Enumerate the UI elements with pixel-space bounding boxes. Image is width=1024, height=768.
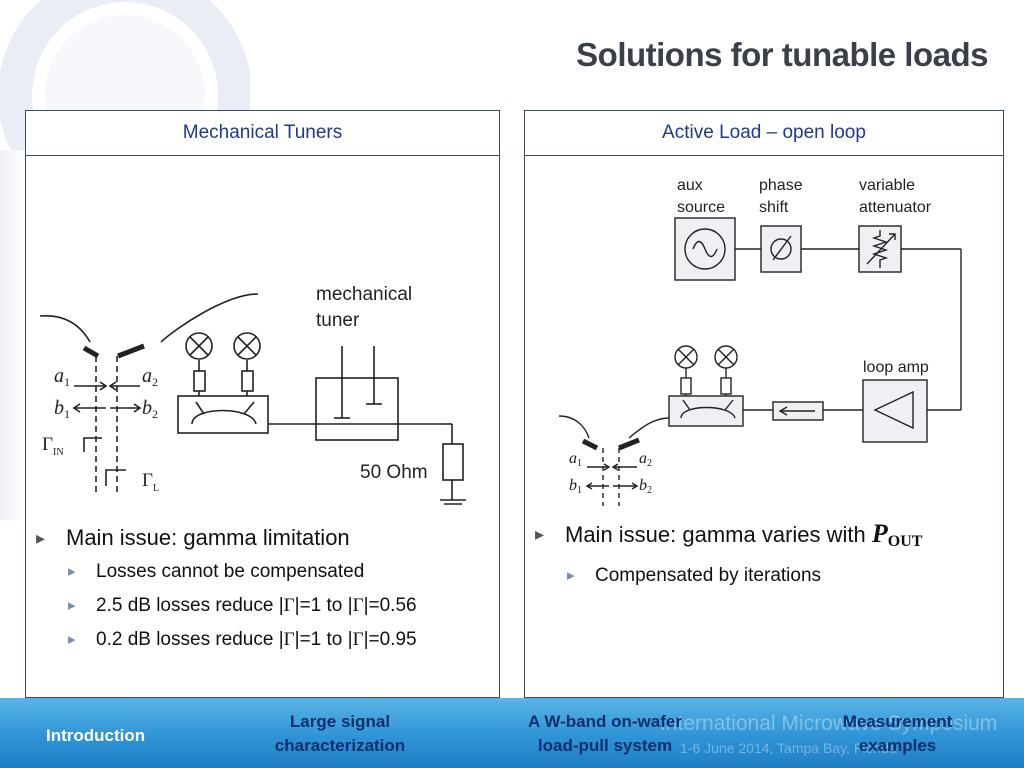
label-gamma-l: ΓL — [142, 470, 159, 494]
label-b2: b2 — [639, 477, 652, 496]
panel-header: Mechanical Tuners — [26, 111, 499, 156]
label-50-ohm: 50 Ohm — [360, 462, 428, 483]
footer-watermark-date: 1-6 June 2014, Tampa Bay, Florida — [680, 740, 897, 756]
label-aux: aux — [677, 177, 703, 194]
nav-introduction[interactable]: Introduction — [46, 726, 146, 745]
active-load-diagram: aux source phase shift variable attenuat… — [558, 177, 962, 506]
label-variable: variable — [859, 177, 915, 194]
label-gamma-in: ΓIN — [42, 434, 64, 458]
bullet-losses: Losses cannot be compensated — [26, 555, 499, 589]
label-a2: a2 — [142, 365, 158, 389]
label-mechanical: mechanical — [316, 284, 412, 305]
mechanical-tuner-diagram: mechanical tuner 50 Ohm a1 a2 b1 b2 ΓIN … — [39, 284, 466, 505]
left-bullet-list: Main issue: gamma limitation Losses cann… — [26, 521, 499, 657]
slide-edge-shade — [0, 150, 25, 520]
label-b2: b2 — [142, 397, 158, 421]
label-b1: b1 — [54, 397, 70, 421]
label-b1: b1 — [569, 477, 582, 496]
label-tuner: tuner — [316, 310, 360, 331]
label-shift: shift — [759, 199, 789, 216]
panel-header: Active Load – open loop — [525, 111, 1003, 156]
bullet-main-issue: Main issue: gamma varies with POUT — [525, 517, 1003, 559]
label-attenuator: attenuator — [859, 199, 932, 216]
label-phase: phase — [759, 177, 803, 194]
label-loop-amp: loop amp — [863, 359, 929, 376]
footer-nav-bar: International Microwave Symposium 1-6 Ju… — [0, 698, 1024, 768]
label-a1: a1 — [54, 365, 70, 389]
footer-watermark: International Microwave Symposium — [660, 712, 998, 735]
bullet-main-issue: Main issue: gamma limitation — [26, 521, 499, 555]
label-a1: a1 — [569, 450, 582, 469]
panel-mechanical-tuners: Mechanical Tuners — [25, 110, 500, 698]
panel-active-load: Active Load – open loop — [524, 110, 1004, 698]
bullet-2-5db: 2.5 dB losses reduce |Γ|=1 to |Γ|=0.56 — [26, 589, 499, 623]
right-bullet-list: Main issue: gamma varies with POUT Compe… — [525, 517, 1003, 593]
bullet-0-2db: 0.2 dB losses reduce |Γ|=1 to |Γ|=0.95 — [26, 623, 499, 657]
label-a2: a2 — [639, 450, 652, 469]
slide-title: Solutions for tunable loads — [576, 36, 988, 73]
label-source: source — [677, 199, 725, 216]
bullet-iterations: Compensated by iterations — [525, 559, 1003, 593]
